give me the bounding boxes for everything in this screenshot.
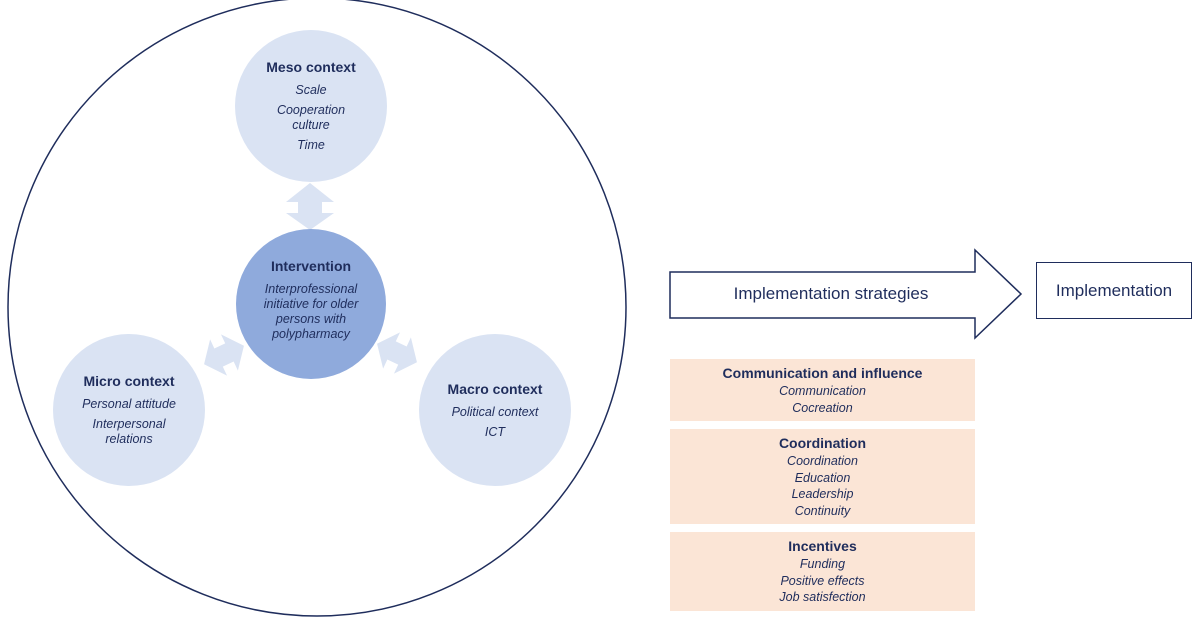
strategy-title: Coordination bbox=[778, 435, 867, 451]
implementation-label: Implementation bbox=[1055, 280, 1173, 300]
micro-context-circle: Micro context Personal attitude Interper… bbox=[53, 334, 205, 486]
strategy-item: Funding bbox=[799, 557, 846, 571]
outer-context-circle bbox=[7, 0, 627, 617]
intervention-description: Interprofessional initiative for older p… bbox=[263, 282, 359, 341]
strategy-box-communication: Communication and influence Communicatio… bbox=[670, 359, 975, 421]
meso-item: Cooperation culture bbox=[276, 103, 346, 132]
micro-item: Personal attitude bbox=[82, 397, 176, 411]
meso-context-title: Meso context bbox=[266, 59, 356, 75]
double-arrow-macro-intervention bbox=[377, 332, 417, 374]
strategy-title: Communication and influence bbox=[722, 365, 923, 381]
strategy-item: Coordination bbox=[787, 454, 858, 468]
strategy-item: Job satisfection bbox=[779, 590, 866, 604]
strategy-title: Incentives bbox=[788, 538, 857, 554]
implementation-box: Implementation bbox=[1036, 262, 1192, 319]
meso-item: Time bbox=[297, 138, 325, 152]
meso-item: Scale bbox=[295, 83, 327, 97]
macro-context-circle: Macro context Political context ICT bbox=[419, 334, 571, 486]
implementation-strategies-label: Implementation strategies bbox=[733, 284, 929, 303]
double-arrow-meso-intervention bbox=[286, 183, 334, 230]
strategy-item: Communication bbox=[779, 384, 866, 398]
meso-context-circle: Meso context Scale Cooperation culture T… bbox=[235, 30, 387, 182]
double-arrow-micro-intervention bbox=[204, 334, 244, 376]
strategy-item: Continuity bbox=[794, 503, 851, 518]
strategy-item: Cocreation bbox=[792, 400, 853, 415]
macro-item: Political context bbox=[451, 404, 539, 419]
intervention-title: Intervention bbox=[270, 258, 352, 274]
strategy-item: Positive effects bbox=[780, 573, 865, 588]
micro-item: Interpersonal relations bbox=[92, 417, 166, 446]
intervention-circle: Intervention Interprofessional initiativ… bbox=[236, 229, 386, 379]
macro-item: ICT bbox=[484, 424, 506, 439]
strategy-item: Leadership bbox=[791, 487, 854, 501]
strategy-item: Education bbox=[794, 470, 851, 485]
strategy-box-incentives: Incentives Funding Positive effects Job … bbox=[670, 532, 975, 611]
micro-context-title: Micro context bbox=[83, 373, 175, 389]
strategy-box-coordination: Coordination Coordination Education Lead… bbox=[670, 429, 975, 524]
macro-context-title: Macro context bbox=[447, 380, 543, 397]
implementation-strategies-arrow bbox=[669, 248, 1023, 340]
